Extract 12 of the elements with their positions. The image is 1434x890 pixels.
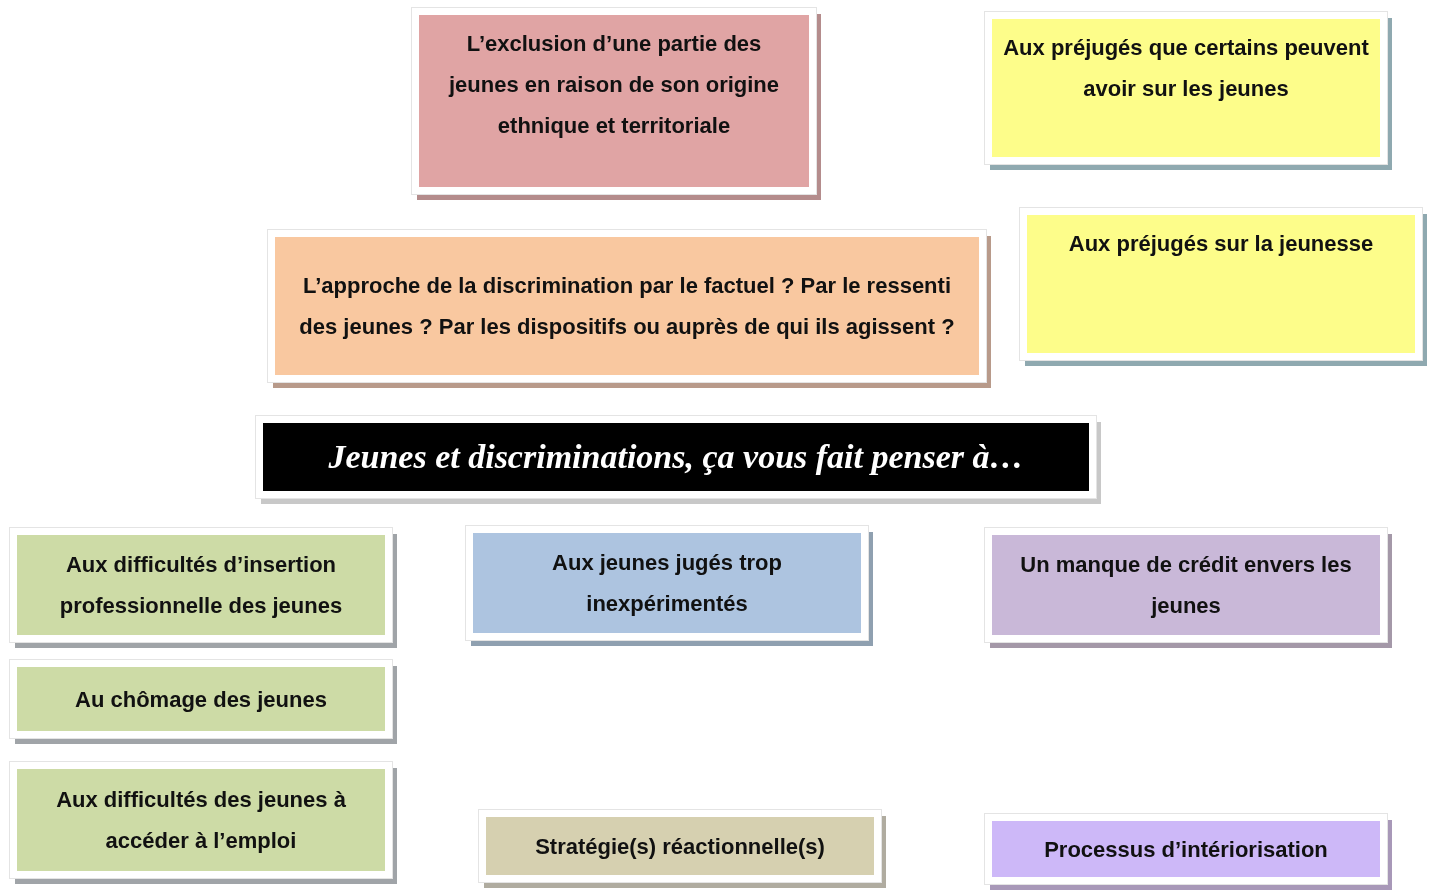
- box-text: L’approche de la discrimination par le factuel ? Par le ressenti des jeunes ? Par les dispositifs ou auprès de qui ils agissent ?: [298, 272, 956, 341]
- box-text: Aux préjugés sur la jeunesse: [1068, 230, 1374, 258]
- box-text: Aux difficultés des jeunes à accéder à l’emploi: [55, 786, 347, 855]
- box-text: Processus d’intériorisation: [1044, 835, 1328, 864]
- box-text: Aux jeunes jugés trop inexpérimentés: [551, 549, 783, 618]
- box-text: Au chômage des jeunes: [75, 685, 327, 714]
- box-text: Aux difficultés d’insertion professionnelle des jeunes: [58, 551, 344, 620]
- box-text: L’exclusion d’une partie des jeunes en raison de son origine ethnique et territoriale: [447, 30, 781, 140]
- box-text: Stratégie(s) réactionnelle(s): [535, 832, 825, 861]
- title-text: Jeunes et discriminations, ça vous fait penser à…: [328, 436, 1024, 477]
- box-text: Un manque de crédit envers les jeunes: [1019, 551, 1353, 620]
- box-text: Aux préjugés que certains peuvent avoir sur les jeunes: [1002, 34, 1370, 103]
